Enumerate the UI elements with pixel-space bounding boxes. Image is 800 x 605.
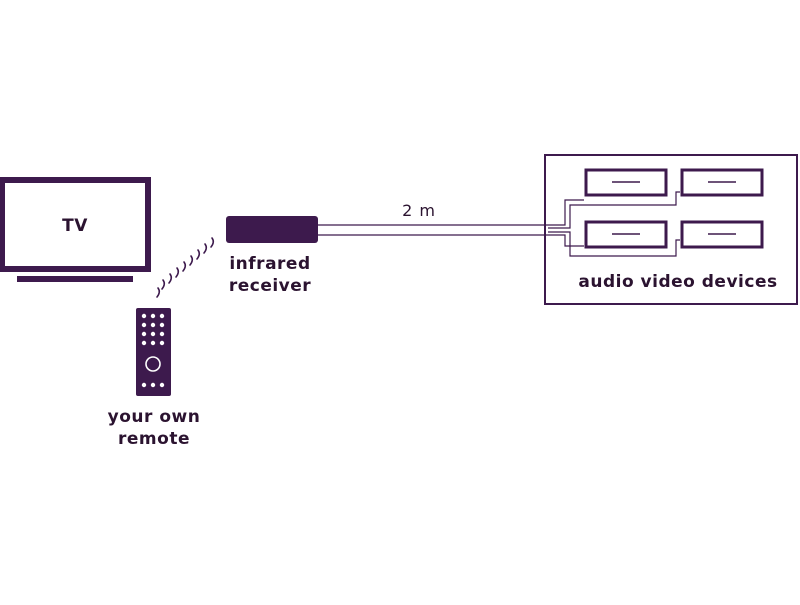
infrared-receiver-label: infrared receiver bbox=[212, 253, 328, 297]
remote-label-line2: remote bbox=[118, 429, 190, 449]
device-icon bbox=[584, 168, 668, 197]
device-icon bbox=[584, 220, 668, 249]
cable bbox=[318, 191, 680, 257]
remote-label-line1: your own bbox=[107, 407, 201, 427]
device-icon bbox=[680, 220, 764, 249]
infrared-waves-icon bbox=[156, 237, 215, 298]
cable-length-label: 2 m bbox=[402, 201, 436, 220]
devices-box bbox=[544, 154, 798, 305]
infrared-receiver-label-line1: infrared bbox=[229, 254, 311, 274]
infrared-receiver-label-line2: receiver bbox=[228, 276, 312, 296]
tv-icon bbox=[0, 177, 151, 282]
remote-icon bbox=[136, 308, 171, 396]
tv-label: TV bbox=[62, 216, 88, 236]
devices-label: audio video devices bbox=[578, 272, 778, 292]
remote-label: your own remote bbox=[96, 406, 212, 450]
infrared-receiver-icon bbox=[226, 216, 318, 243]
device-icon bbox=[680, 168, 764, 197]
